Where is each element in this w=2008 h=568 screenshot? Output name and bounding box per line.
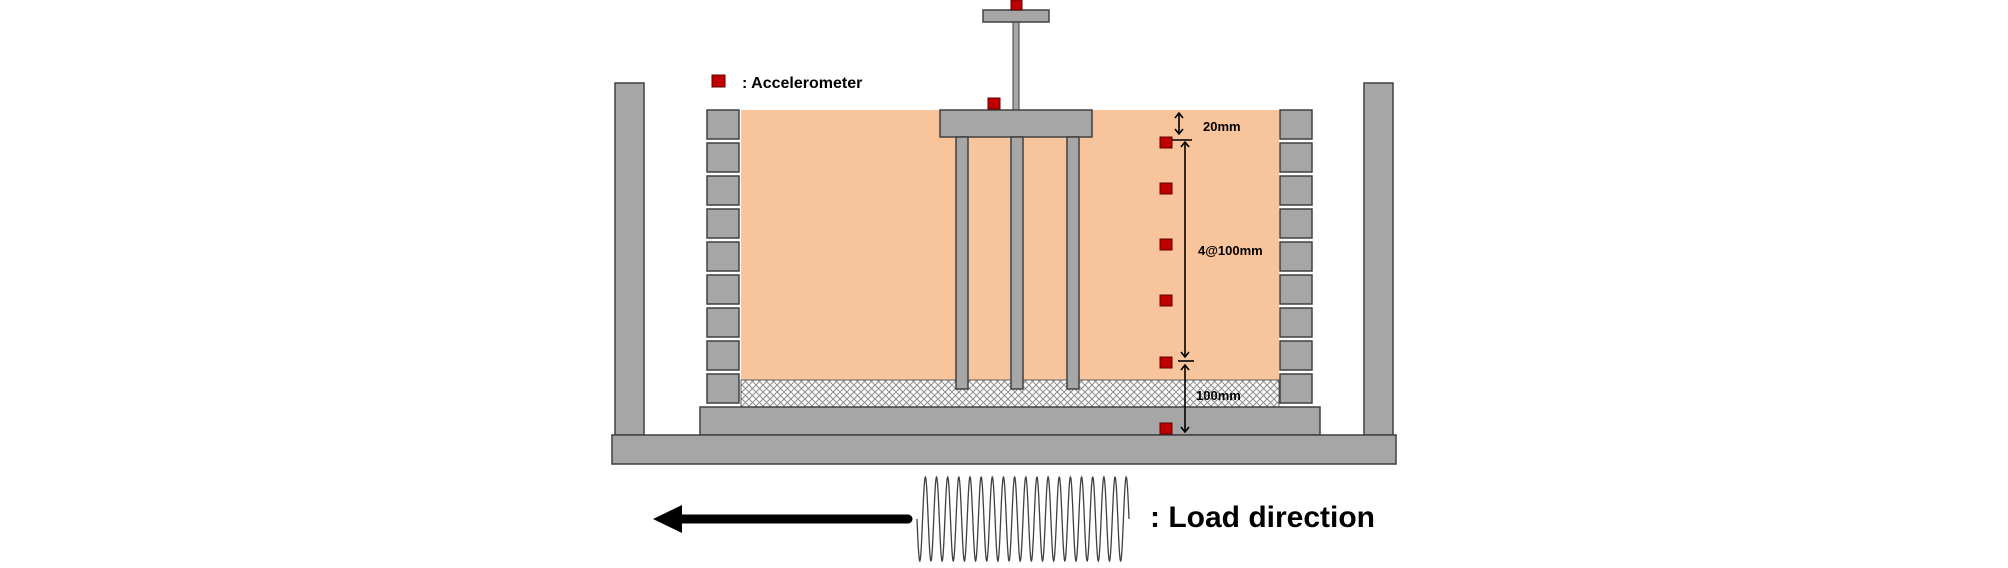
legend-accelerometer-label: : Accelerometer (742, 75, 862, 92)
wall-block-left-3 (706, 175, 740, 206)
dimension-middle-label: 4@100mm (1198, 243, 1263, 258)
legend-load-direction-label: : Load direction (1150, 501, 1375, 534)
legend-accelerometer-icon (711, 74, 726, 88)
pile-right (1066, 136, 1080, 390)
shaking-table-base (611, 434, 1397, 465)
base-layer (740, 379, 1280, 408)
accelerometer-top-rod (1010, 0, 1023, 11)
right-container-wall (1279, 109, 1313, 404)
wall-block-left-8 (706, 340, 740, 371)
wall-block-right-2 (1279, 142, 1313, 173)
dimension-top-label: 20mm (1203, 119, 1241, 134)
wall-block-left-7 (706, 307, 740, 338)
loading-rod (1012, 19, 1020, 111)
right-support-post (1363, 82, 1394, 436)
accelerometer-soil-5 (1159, 356, 1173, 369)
wall-block-right-6 (1279, 274, 1313, 305)
wall-block-left-5 (706, 241, 740, 272)
accelerometer-soil-2 (1159, 182, 1173, 195)
pile-center (1010, 136, 1024, 390)
left-arrow-icon (653, 505, 913, 533)
wall-block-right-3 (1279, 175, 1313, 206)
wall-block-right-1 (1279, 109, 1313, 140)
accelerometer-soil-3 (1159, 238, 1173, 251)
wall-block-left-9 (706, 373, 740, 404)
wall-block-right-9 (1279, 373, 1313, 404)
soil-body (741, 110, 1279, 380)
left-container-wall (706, 109, 740, 404)
wall-block-right-4 (1279, 208, 1313, 239)
wall-block-left-6 (706, 274, 740, 305)
pile-left (955, 136, 969, 390)
wall-block-left-2 (706, 142, 740, 173)
sinusoidal-wave-icon (916, 475, 1130, 563)
wall-block-right-8 (1279, 340, 1313, 371)
left-support-post (614, 82, 645, 436)
dimension-bottom-label: 100mm (1196, 388, 1241, 403)
accelerometer-soil-4 (1159, 294, 1173, 307)
wall-block-right-5 (1279, 241, 1313, 272)
accelerometer-soil-1 (1159, 136, 1173, 149)
wall-block-left-4 (706, 208, 740, 239)
dimension-lines (1172, 111, 1194, 434)
wall-block-left-1 (706, 109, 740, 140)
loading-plate (982, 9, 1050, 23)
accelerometer-table (1159, 422, 1173, 435)
pile-cap (939, 109, 1093, 138)
shaking-table-platform (699, 406, 1321, 436)
wall-block-right-7 (1279, 307, 1313, 338)
accelerometer-pile-cap (987, 97, 1001, 110)
